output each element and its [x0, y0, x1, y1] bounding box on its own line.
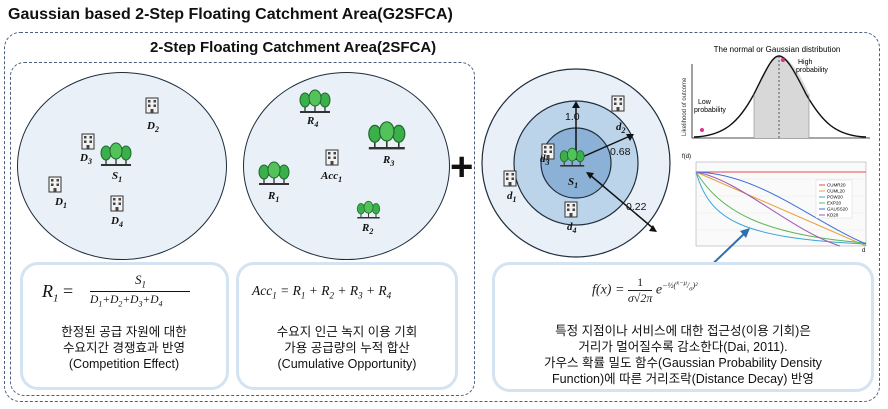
- desc-line: 수요지간 경쟁효과 반영: [63, 341, 185, 355]
- label-s1: S1: [112, 170, 123, 185]
- formula-acc: Acc1 = R1 + R2 + R3 + R4: [252, 283, 392, 301]
- desc-line: 가우스 확률 밀도 함수(Gaussian Probability Densit…: [544, 356, 822, 370]
- label-d4: D4: [111, 215, 123, 230]
- formula-r1-numerator: S1: [135, 272, 146, 290]
- gauss-ylabel: Likelihood of outcome: [682, 77, 688, 136]
- desc-line: 한정된 공급 자원에 대한: [61, 325, 187, 339]
- low-label-1: Low: [698, 99, 712, 106]
- label-d2: D2: [147, 120, 159, 135]
- low-label-2: probability: [694, 107, 726, 114]
- label-r3: R3: [383, 154, 395, 169]
- formula-r1-denominator: D1+D2+D3+D4: [90, 294, 163, 309]
- decay-xlabel: d: [862, 248, 865, 254]
- plus-sign: +: [450, 145, 474, 189]
- gauss-title: The normal or Gaussian distribution: [714, 45, 841, 54]
- label-d2-lower: d2: [616, 121, 626, 136]
- weight-3: 0.22: [626, 201, 647, 213]
- desc-line: 수요지 인근 녹지 이용 기회: [276, 325, 418, 339]
- label-acc1: Acc1: [321, 170, 343, 185]
- high-label-2: probability: [796, 67, 828, 74]
- panel1-catchment-circle: [17, 72, 227, 260]
- label-s1-lower: S1: [568, 176, 579, 191]
- gaussian-formula: f(x) = 1 σ√2π e−½(x−μ/σ)²: [592, 275, 698, 305]
- label-d1-lower: d1: [507, 190, 517, 205]
- cumulative-description: 수요지 인근 녹지 이용 기회 가용 공급량의 누적 합산 (Cumulativ…: [240, 324, 454, 372]
- label-d3-lower: d3: [540, 153, 550, 168]
- decay-description: 특정 지점이나 서비스에 대한 접근성(이용 기회)은 거리가 멀어질수록 감소…: [496, 323, 870, 387]
- high-label-1: High: [798, 59, 813, 66]
- svg-text:KD20: KD20: [827, 213, 839, 218]
- label-d3: D3: [80, 152, 92, 167]
- weight-1: 1.0: [565, 111, 580, 123]
- label-d4-lower: d4: [567, 221, 577, 236]
- svg-text:GAUSS20: GAUSS20: [827, 207, 848, 212]
- desc-line: 가용 공급량의 누적 합산: [284, 341, 410, 355]
- desc-line: 특정 지점이나 서비스에 대한 접근성(이용 기회)은: [555, 324, 811, 338]
- desc-line: (Cumulative Opportunity): [277, 357, 417, 371]
- label-d1: D1: [55, 196, 67, 211]
- cumulative-card: [236, 262, 458, 390]
- svg-text:CUMR20: CUMR20: [827, 183, 846, 188]
- desc-line: (Competition Effect): [68, 357, 180, 371]
- page-title: Gaussian based 2-Step Floating Catchment…: [8, 6, 453, 23]
- 2sfca-frame: [10, 62, 475, 396]
- desc-line: Function)에 따른 거리조락(Distance Decay) 반영: [552, 372, 814, 386]
- competition-card: [20, 262, 229, 390]
- svg-text:CUML20: CUML20: [827, 189, 845, 194]
- section-title: 2-Step Floating Catchment Area(2SFCA): [150, 39, 437, 56]
- decay-chart: f(d) d CUMR20 CUML20 POW20 EXP20 GAUSS20…: [682, 154, 867, 254]
- desc-line: 거리가 멀어질수록 감소한다(Dai, 2011).: [578, 340, 788, 354]
- weight-2: 0.68: [610, 146, 631, 158]
- distance-decay-card: [492, 262, 874, 392]
- decay-ylabel: f(d): [682, 154, 691, 160]
- svg-text:EXP20: EXP20: [827, 201, 842, 206]
- formula-r1-lhs: R1 =: [42, 281, 74, 305]
- label-r4: R4: [307, 115, 319, 130]
- svg-text:POW20: POW20: [827, 195, 843, 200]
- label-r1: R1: [268, 190, 280, 205]
- gaussian-chart: The normal or Gaussian distribution Like…: [682, 45, 870, 139]
- fraction-bar: [90, 291, 190, 292]
- label-r2: R2: [362, 222, 374, 237]
- g2sfca-frame: [4, 32, 880, 402]
- panel2-catchment-circle: [243, 72, 450, 260]
- competition-description: 한정된 공급 자원에 대한 수요지간 경쟁효과 반영 (Competition …: [24, 324, 224, 372]
